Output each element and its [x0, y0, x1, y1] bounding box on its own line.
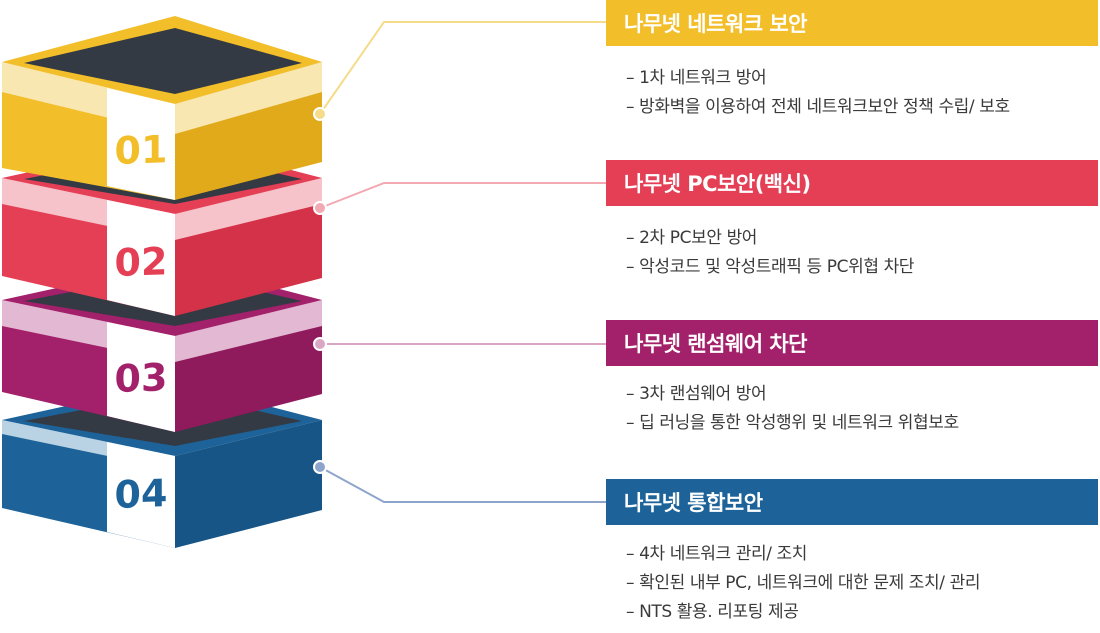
layer-04-line-1: – 4차 네트워크 관리/ 조치 — [626, 544, 808, 564]
layer-04-number: 04 — [115, 471, 168, 517]
layer-04-line-3: – NTS 활용. 리포팅 제공 — [626, 602, 799, 622]
layer-02-title-bar: 나무넷 PC보안(백신) — [606, 160, 1098, 206]
layer-02-description: – 2차 PC보안 방어 – 악성코드 및 악성트래픽 등 PC위협 차단 — [626, 224, 1098, 282]
layer-03-line-2: – 딥 러닝을 통한 악성행위 및 네트워크 위협보호 — [626, 413, 959, 433]
layer-03-title-bar: 나무넷 랜섬웨어 차단 — [606, 320, 1098, 366]
layer-02-number: 02 — [115, 239, 168, 285]
layer-03-title: 나무넷 랜섬웨어 차단 — [624, 332, 808, 356]
layer-01-line-2: – 방화벽을 이용하여 전체 네트워크보안 정책 수립/ 보호 — [626, 97, 1010, 117]
layer-01-title-bar: 나무넷 네트워크 보안 — [606, 0, 1098, 46]
layer-02-line-2: – 악성코드 및 악성트래픽 등 PC위협 차단 — [626, 257, 915, 277]
layer-04-line-2: – 확인된 내부 PC, 네트워크에 대한 문제 조치/ 관리 — [626, 573, 981, 593]
layer-01-block: 01 — [2, 16, 322, 200]
layer-01-number: 01 — [115, 127, 168, 173]
layer-03-number: 03 — [115, 355, 168, 401]
layer-03-line-1: – 3차 랜섬웨어 방어 — [626, 384, 767, 404]
connector-line-04 — [319, 466, 606, 503]
layer-04-description: – 4차 네트워크 관리/ 조치 – 확인된 내부 PC, 네트워크에 대한 문… — [626, 540, 1098, 627]
layer-04-title-bar: 나무넷 통합보안 — [606, 479, 1098, 525]
connector-line-01 — [319, 21, 606, 115]
layer-01-description: – 1차 네트워크 방어 – 방화벽을 이용하여 전체 네트워크보안 정책 수립… — [626, 64, 1098, 122]
layer-01-title: 나무넷 네트워크 보안 — [624, 12, 808, 36]
layered-stack-illustration: 04 03 02 01 — [2, 16, 322, 548]
connector-line-02 — [319, 182, 606, 209]
layer-04-title: 나무넷 통합보안 — [624, 491, 763, 515]
layer-02-line-1: – 2차 PC보안 방어 — [626, 228, 758, 248]
layer-03-description: – 3차 랜섬웨어 방어 – 딥 러닝을 통한 악성행위 및 네트워크 위협보호 — [626, 380, 1098, 438]
layer-02-title: 나무넷 PC보안(백신) — [624, 172, 811, 196]
layer-01-line-1: – 1차 네트워크 방어 — [626, 68, 767, 88]
